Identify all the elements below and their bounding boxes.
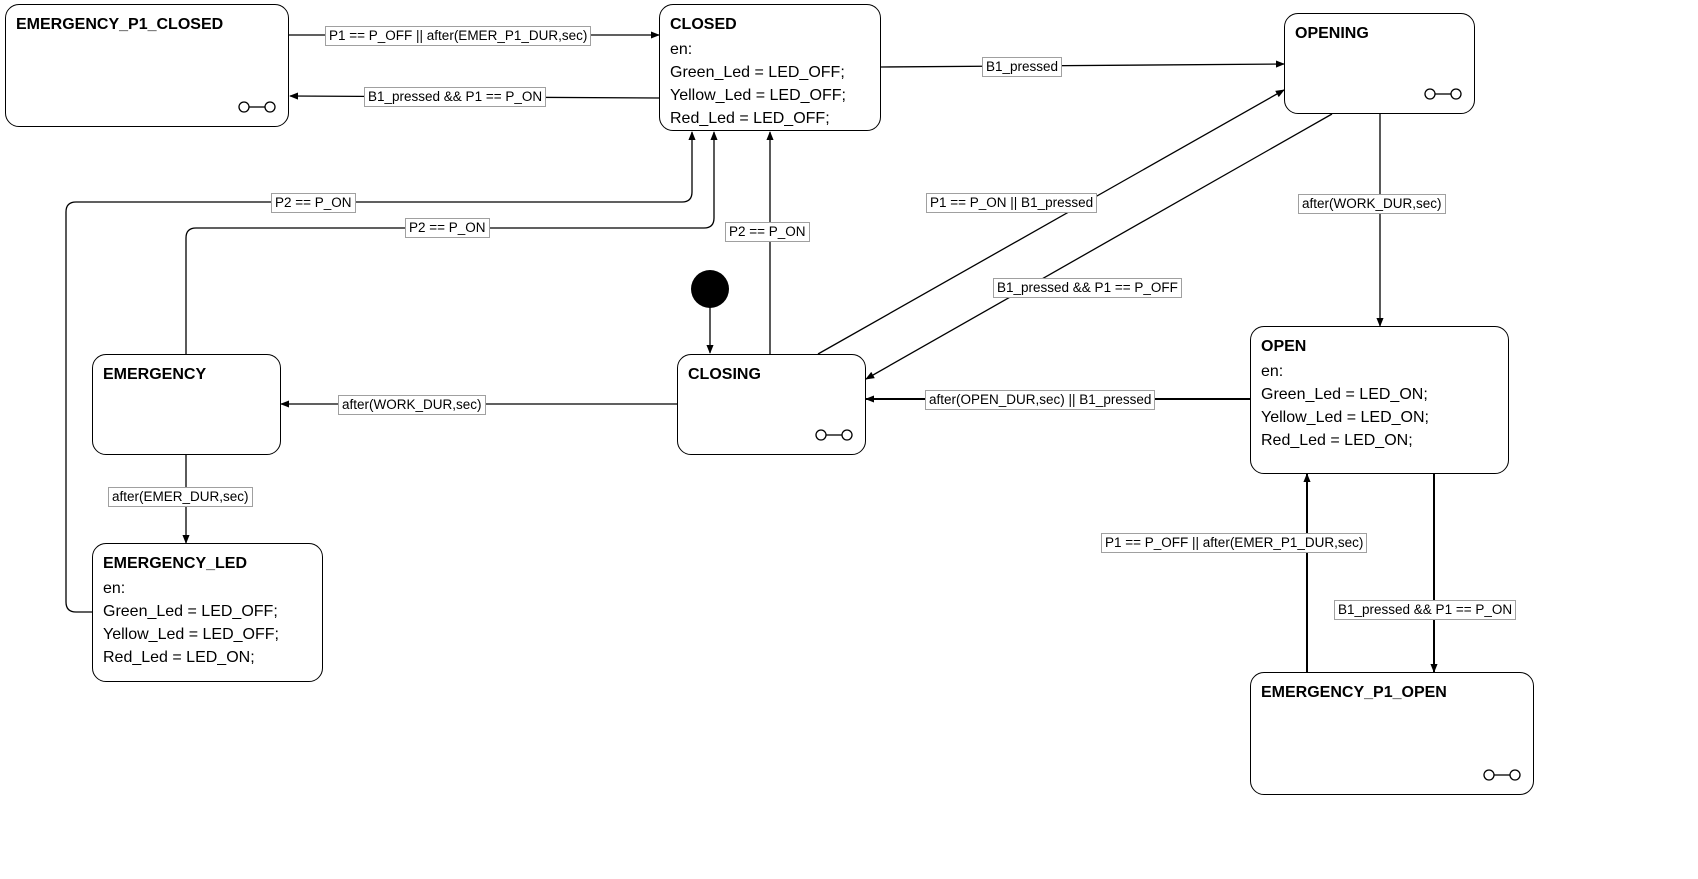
edge-closed-to-opening: [880, 60, 1285, 68]
state-emergency-p1-closed[interactable]: EMERGENCY_P1_CLOSED: [5, 4, 289, 127]
state-closed[interactable]: CLOSED en: Green_Led = LED_OFF; Yellow_L…: [659, 4, 881, 131]
state-title: CLOSING: [688, 366, 761, 383]
substate-icon: [815, 429, 853, 441]
state-title: EMERGENCY: [103, 366, 207, 383]
entry-action: Yellow_Led = LED_ON;: [1261, 409, 1429, 426]
substate-icon: [1424, 88, 1462, 100]
entry-action: Red_Led = LED_OFF;: [670, 110, 830, 127]
label-opening-to-closing[interactable]: B1_pressed && P1 == P_OFF: [993, 278, 1182, 298]
substate-icon: [1483, 769, 1521, 781]
state-title: CLOSED: [670, 16, 737, 33]
state-emergency-led[interactable]: EMERGENCY_LED en: Green_Led = LED_OFF; Y…: [92, 543, 323, 682]
state-title: EMERGENCY_P1_CLOSED: [16, 16, 224, 33]
edge-emergency-to-closed: [185, 131, 718, 354]
entry-action: Green_Led = LED_ON;: [1261, 386, 1428, 403]
label-closed-to-opening[interactable]: B1_pressed: [982, 57, 1063, 77]
entry-action: Yellow_Led = LED_OFF;: [103, 626, 279, 643]
entry-action: Green_Led = LED_OFF;: [103, 603, 278, 620]
state-title: OPEN: [1261, 338, 1307, 355]
label-emergency-to-emled[interactable]: after(EMER_DUR,sec): [108, 487, 253, 507]
state-title: OPENING: [1295, 25, 1369, 42]
label-closing-to-emergency[interactable]: after(WORK_DUR,sec): [338, 395, 486, 415]
edge-opening-to-closing: [865, 113, 1333, 380]
label-ep1c-to-closed[interactable]: P1 == P_OFF || after(EMER_P1_DUR,sec): [325, 26, 592, 46]
label-emled-to-closed[interactable]: P2 == P_ON: [271, 193, 356, 213]
label-closing-to-closed[interactable]: P2 == P_ON: [725, 222, 810, 242]
entry-label: en:: [103, 580, 126, 597]
label-closed-to-ep1c[interactable]: B1_pressed && P1 == P_ON: [364, 87, 547, 107]
state-emergency[interactable]: EMERGENCY: [92, 354, 281, 455]
state-emergency-p1-open[interactable]: EMERGENCY_P1_OPEN: [1250, 672, 1534, 795]
entry-action: Red_Led = LED_ON;: [103, 649, 255, 666]
label-open-to-ep1o[interactable]: B1_pressed && P1 == P_ON: [1334, 600, 1517, 620]
entry-label: en:: [670, 41, 693, 58]
entry-action: Green_Led = LED_OFF;: [670, 64, 845, 81]
state-closing[interactable]: CLOSING: [677, 354, 866, 455]
initial-state[interactable]: [691, 270, 729, 308]
entry-action: Yellow_Led = LED_OFF;: [670, 87, 846, 104]
edge-emled-to-closed: [65, 131, 696, 613]
label-closing-to-opening[interactable]: P1 == P_ON || B1_pressed: [926, 193, 1098, 213]
edge-closing-to-opening: [817, 89, 1285, 355]
state-title: EMERGENCY_LED: [103, 555, 248, 572]
entry-action: Red_Led = LED_ON;: [1261, 432, 1413, 449]
label-emergency-to-closed[interactable]: P2 == P_ON: [405, 218, 490, 238]
state-opening[interactable]: OPENING: [1284, 13, 1475, 114]
label-opening-to-open[interactable]: after(WORK_DUR,sec): [1298, 194, 1446, 214]
entry-label: en:: [1261, 363, 1284, 380]
label-open-to-closing[interactable]: after(OPEN_DUR,sec) || B1_pressed: [925, 390, 1156, 410]
label-ep1o-to-open[interactable]: P1 == P_OFF || after(EMER_P1_DUR,sec): [1101, 533, 1368, 553]
state-open[interactable]: OPEN en: Green_Led = LED_ON; Yellow_Led …: [1250, 326, 1509, 474]
substate-icon: [238, 101, 276, 113]
state-title: EMERGENCY_P1_OPEN: [1261, 684, 1447, 701]
